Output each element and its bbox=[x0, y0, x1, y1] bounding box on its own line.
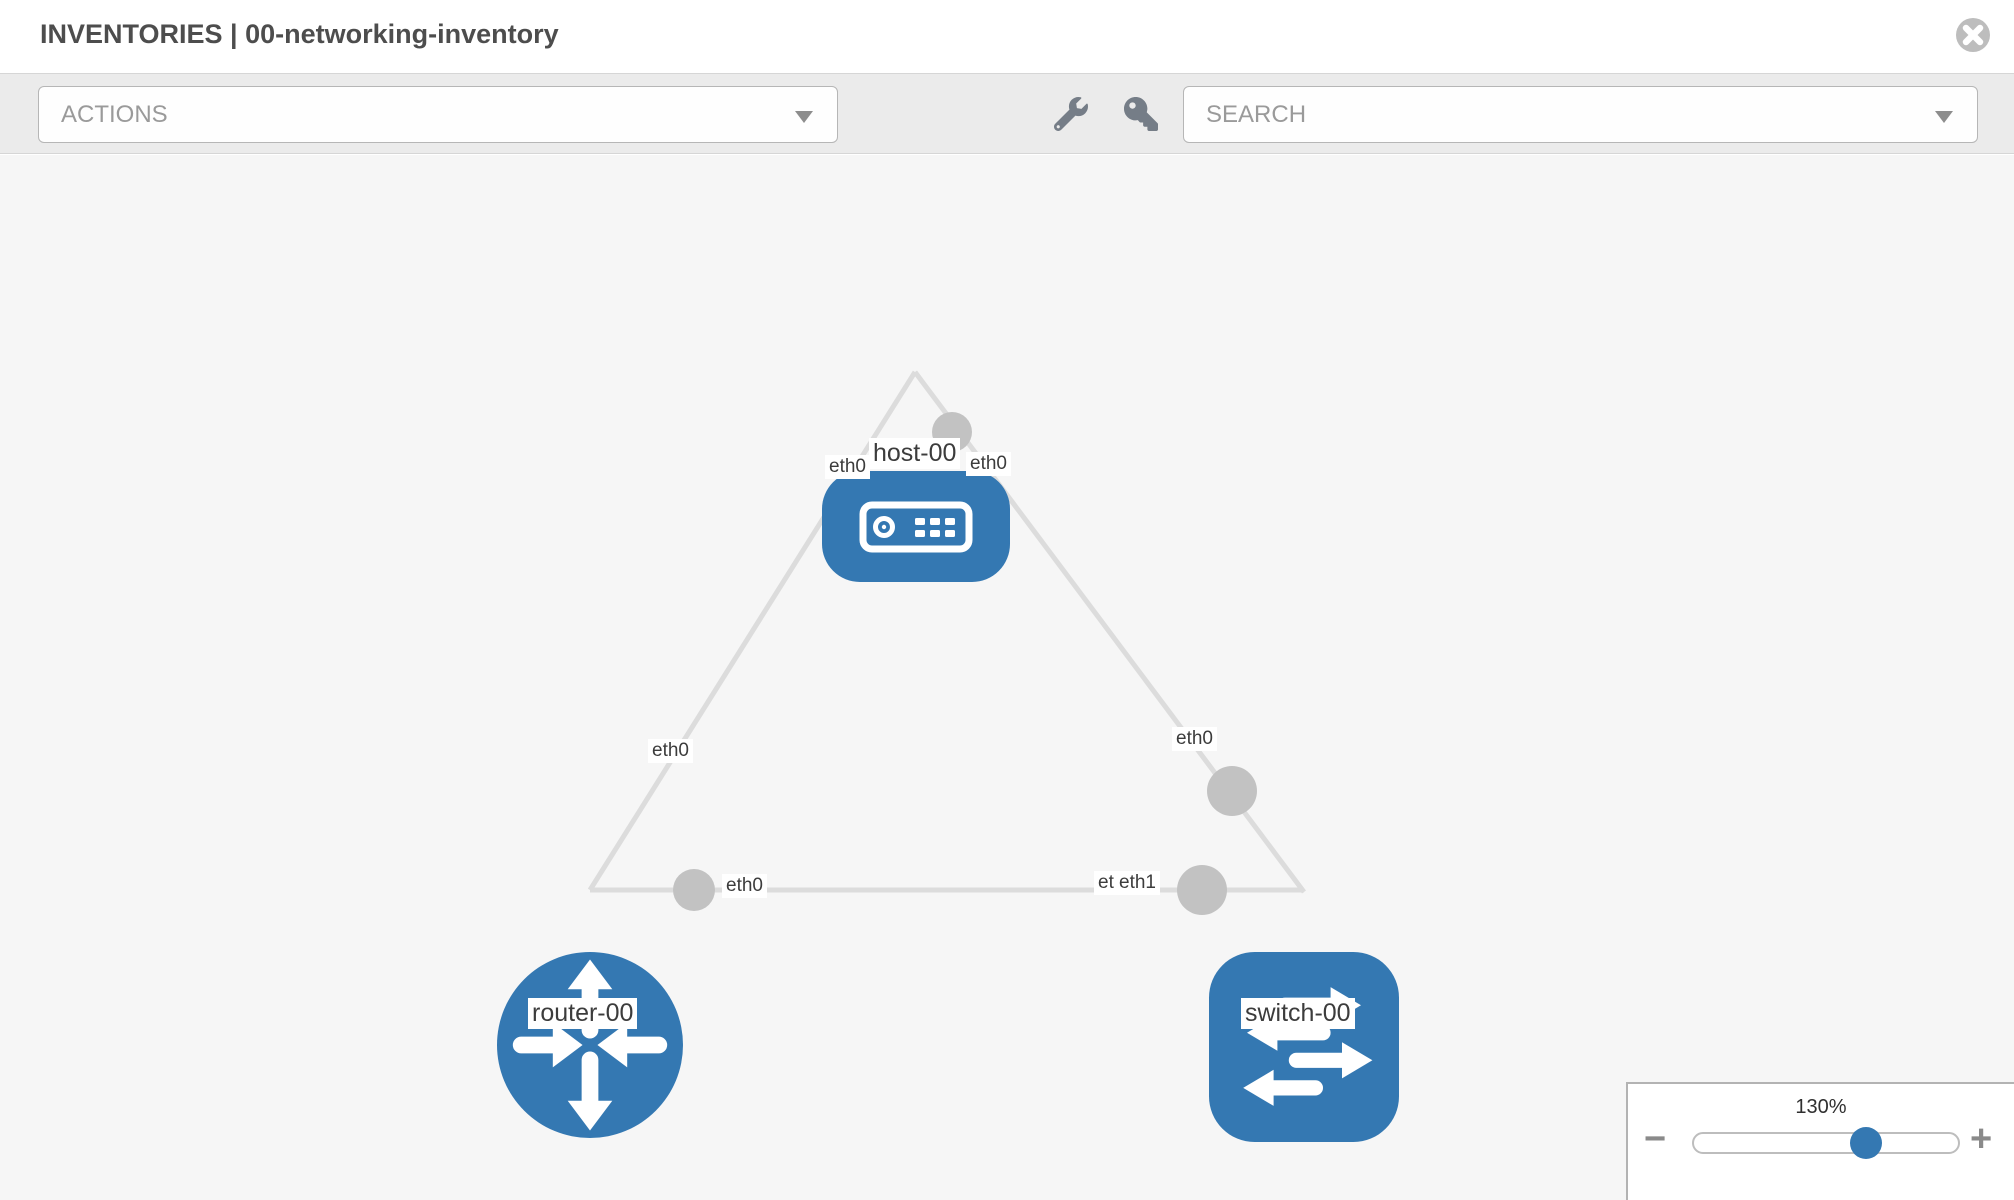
node-switch-00[interactable] bbox=[1208, 952, 1400, 1142]
link-router-host bbox=[587, 370, 918, 892]
page-title: INVENTORIES | 00-networking-inventory bbox=[40, 19, 559, 49]
zoom-slider-handle[interactable] bbox=[1850, 1127, 1882, 1159]
if-label-host-left: eth0 bbox=[825, 455, 870, 479]
topology-canvas[interactable]: host-00 router-00 switch-00 eth0 eth0 et… bbox=[0, 155, 2014, 1200]
zoom-panel: 130% − + bbox=[1626, 1082, 2014, 1200]
port-dot-switch-eth1 bbox=[1177, 865, 1227, 915]
host-icon bbox=[822, 471, 1010, 582]
switch-icon bbox=[1208, 952, 1400, 1142]
router-icon bbox=[497, 952, 683, 1138]
zoom-in-button[interactable]: + bbox=[1970, 1118, 1993, 1160]
key-icon bbox=[1124, 96, 1158, 134]
port-dot-router-eth0 bbox=[673, 869, 715, 911]
node-router-00[interactable] bbox=[497, 952, 683, 1138]
chevron-down-icon bbox=[1935, 111, 1953, 123]
zoom-out-button[interactable]: − bbox=[1644, 1118, 1667, 1160]
key-button[interactable] bbox=[1122, 96, 1160, 134]
close-button[interactable] bbox=[1954, 16, 1992, 54]
close-icon bbox=[1954, 18, 1992, 57]
link-host-switch bbox=[912, 370, 1307, 894]
page-header: INVENTORIES | 00-networking-inventory bbox=[0, 0, 2014, 73]
if-label-mid-router-side: eth0 bbox=[722, 874, 767, 898]
zoom-slider-track[interactable] bbox=[1692, 1127, 1960, 1159]
node-label-router: router-00 bbox=[528, 998, 638, 1029]
zoom-level-value: 130% bbox=[1795, 1096, 1847, 1118]
search-placeholder: SEARCH bbox=[1206, 100, 1307, 128]
actions-dropdown[interactable]: ACTIONS bbox=[38, 86, 838, 143]
links-layer bbox=[587, 370, 1307, 915]
toolbar: ACTIONS SEARCH bbox=[0, 73, 2014, 154]
if-label-router-link: eth0 bbox=[648, 739, 693, 763]
actions-dropdown-label: ACTIONS bbox=[61, 100, 168, 128]
chevron-down-icon bbox=[795, 111, 813, 123]
port-dot-switch-eth0 bbox=[1207, 766, 1257, 816]
node-label-switch: switch-00 bbox=[1241, 998, 1355, 1029]
wrench-icon bbox=[1053, 96, 1088, 134]
search-input[interactable]: SEARCH bbox=[1183, 86, 1978, 143]
if-label-host-right: eth0 bbox=[966, 452, 1011, 476]
if-label-switch-link: eth0 bbox=[1172, 727, 1217, 751]
node-label-host: host-00 bbox=[869, 438, 961, 469]
node-host-00[interactable] bbox=[822, 471, 1010, 582]
wrench-button[interactable] bbox=[1052, 96, 1090, 134]
if-label-mid-switch-over: eth1 bbox=[1115, 871, 1160, 895]
